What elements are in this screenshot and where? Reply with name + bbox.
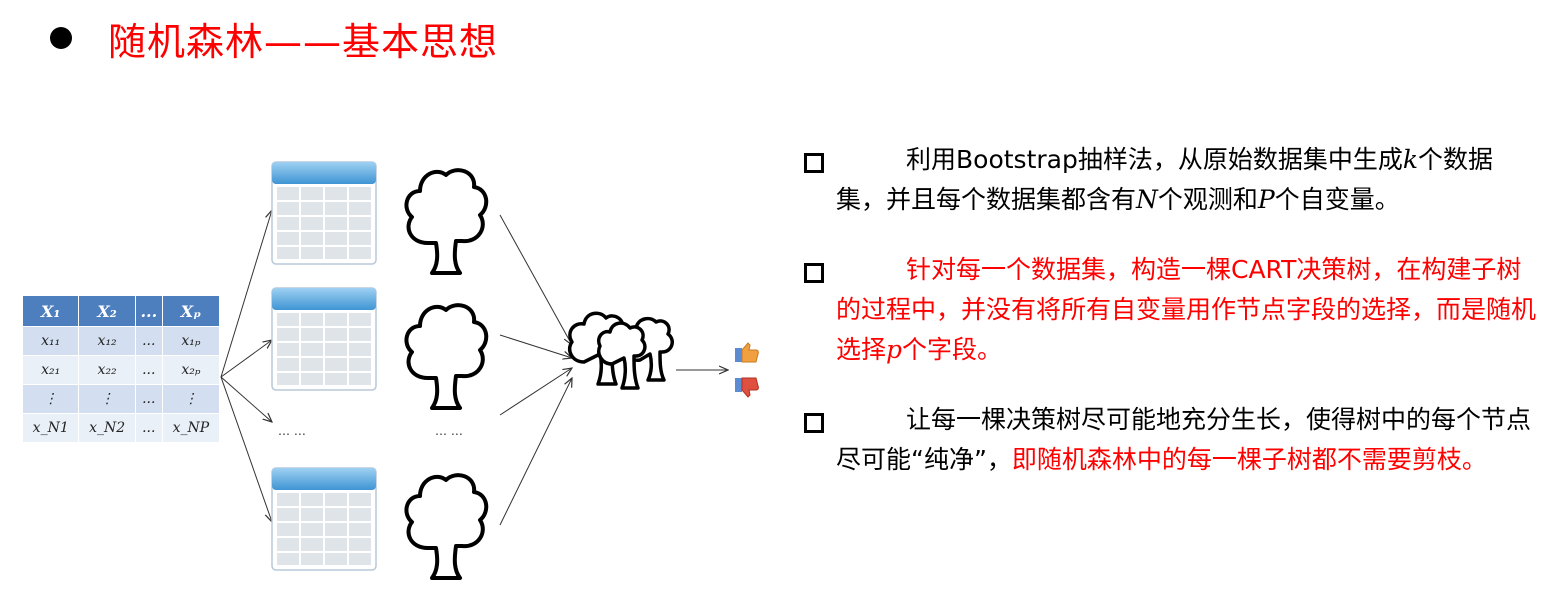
table-header-row: X₁ X₂ ... Xₚ (21, 295, 221, 327)
text-segment: 即随机森林中的每一棵子树都不需要剪枝。 (1011, 445, 1487, 474)
math-variable: k (1402, 145, 1418, 174)
bullet-dot (50, 27, 72, 49)
bootstrap-table-2-icon (271, 287, 377, 391)
key-points-list: 利用Bootstrap抽样法，从原始数据集中生成k个数据集，并且每个数据集都含有… (800, 140, 1540, 510)
square-bullet-icon (804, 413, 824, 433)
text-segment: 利用Bootstrap抽样法，从原始数据集中生成 (906, 145, 1403, 174)
table-cell: ... (134, 326, 163, 356)
table-cell: x₁₂ (78, 326, 136, 356)
square-bullet-icon (804, 263, 824, 283)
table-cell: x₂₂ (78, 355, 136, 385)
table-row: x_N1 x_N2 ... x_NP (21, 413, 221, 443)
table-header-cell: ... (134, 295, 163, 327)
point-bootstrap: 利用Bootstrap抽样法，从原始数据集中生成k个数据集，并且每个数据集都含有… (800, 140, 1540, 220)
text-segment: 针对每一个数据集，构造一棵CART决策树，在构建子树的过程中，并没有将所有自变量… (836, 255, 1537, 364)
table-cell: x₁₁ (21, 326, 80, 356)
table-cell: x_NP (161, 413, 221, 443)
decision-tree-1-icon (404, 168, 489, 275)
more-tables-ellipsis: … … (278, 424, 306, 438)
slide-header: 随机森林——基本思想 (50, 8, 498, 68)
table-row: x₂₁ x₂₂ ... x₂ₚ (21, 355, 221, 385)
table-row: ⋮ ⋮ ... ⋮ (21, 384, 221, 414)
point-cart-trees: 针对每一个数据集，构造一棵CART决策树，在构建子树的过程中，并没有将所有自变量… (800, 250, 1540, 370)
bootstrap-table-k-icon (271, 467, 377, 571)
table-header-cell: X₂ (78, 295, 136, 327)
thumbs-down-icon (735, 377, 759, 398)
table-cell: x_N2 (78, 413, 136, 443)
table-cell: ... (134, 355, 163, 385)
table-cell: ... (134, 384, 163, 414)
more-trees-ellipsis: … … (435, 424, 463, 438)
table-cell: ⋮ (21, 384, 80, 414)
point-text: 针对每一个数据集，构造一棵CART决策树，在构建子树的过程中，并没有将所有自变量… (836, 255, 1536, 364)
decision-tree-k-icon (404, 473, 489, 580)
bootstrap-table-1-icon (271, 161, 377, 265)
slide-title: 随机森林——基本思想 (108, 19, 499, 64)
table-cell: x₂₁ (21, 355, 80, 385)
point-no-pruning: 让每一棵决策树尽可能地充分生长，使得树中的每个节点尽可能“纯净”，即随机森林中的… (800, 400, 1540, 480)
table-header-cell: X₁ (21, 295, 80, 327)
random-forest-diagram: X₁ X₂ ... Xₚ x₁₁ x₁₂ ... x₁ₚ x₂₁ x₂₂ ...… (0, 140, 780, 597)
table-cell: ⋮ (161, 384, 221, 414)
math-variable: P (1257, 185, 1275, 214)
table-cell: x₂ₚ (161, 355, 221, 385)
math-variable: N (1136, 185, 1158, 214)
table-cell: x_N1 (21, 413, 80, 443)
text-segment: 个数据集，并且每个数据集都含有 (836, 145, 1494, 214)
table-row: x₁₁ x₁₂ ... x₁ₚ (21, 326, 221, 356)
text-segment: 个自变量。 (1274, 185, 1400, 214)
table-cell: x₁ₚ (161, 326, 221, 356)
table-header-cell: Xₚ (161, 295, 221, 327)
math-variable: p (886, 335, 903, 364)
forest-icon (567, 311, 674, 390)
diagram-graphics (220, 161, 759, 580)
thumbs-up-icon (735, 342, 759, 363)
table-cell: ⋮ (78, 384, 136, 414)
point-text: 利用Bootstrap抽样法，从原始数据集中生成k个数据集，并且每个数据集都含有… (836, 145, 1493, 214)
source-data-table: X₁ X₂ ... Xₚ x₁₁ x₁₂ ... x₁ₚ x₂₁ x₂₂ ...… (21, 295, 221, 443)
text-segment: 让每一棵决策树尽可能地充分生长，使得树中的每个节点尽可能“纯净”， (836, 405, 1532, 474)
decision-tree-2-icon (404, 303, 489, 410)
point-text: 让每一棵决策树尽可能地充分生长，使得树中的每个节点尽可能“纯净”，即随机森林中的… (836, 405, 1531, 474)
table-cell: ... (134, 413, 163, 443)
text-segment: 个观测和 (1157, 185, 1258, 214)
text-segment: 个字段。 (902, 335, 1003, 364)
square-bullet-icon (804, 153, 824, 173)
